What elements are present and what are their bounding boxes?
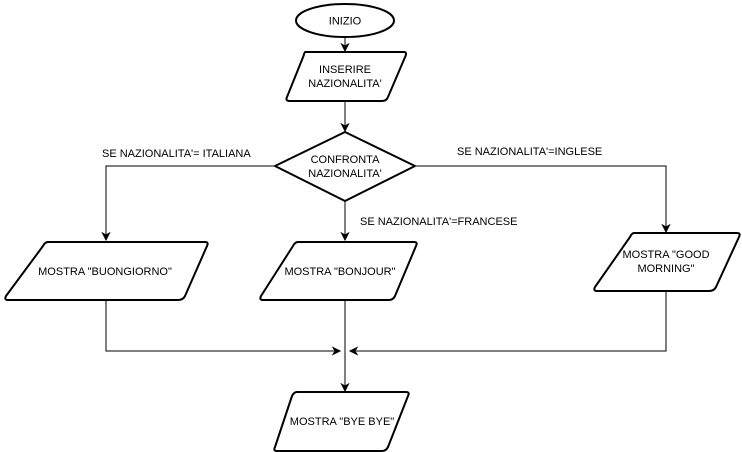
arrowhead-input xyxy=(340,42,350,53)
output-french-label: MOSTRA "BONJOUR" xyxy=(284,266,395,278)
output-english-shape xyxy=(593,232,741,292)
input-node[interactable]: INSERIRE NAZIONALITA' xyxy=(285,51,407,102)
output-italian-node[interactable]: MOSTRA "BUONGIORNO" xyxy=(4,241,209,301)
output-italian-label: MOSTRA "BUONGIORNO" xyxy=(38,266,172,278)
edge-label-italiana: SE NAZIONALITA'= ITALIANA xyxy=(102,148,251,160)
decision-node[interactable]: CONFRONTA NAZIONALITA' xyxy=(274,131,416,202)
arrowhead-english xyxy=(661,223,671,234)
arrowhead-decision xyxy=(340,122,350,133)
decision-label-line2: NAZIONALITA' xyxy=(308,168,381,180)
input-label-line1: INSERIRE xyxy=(319,64,371,76)
arrowhead-italian xyxy=(101,231,111,242)
output-english-node[interactable]: MOSTRA "GOOD MORNING" xyxy=(593,232,741,292)
edge-english-to-merge xyxy=(356,292,667,352)
input-parallelogram-shape xyxy=(285,51,407,102)
start-label: INIZIO xyxy=(329,16,362,28)
edge-label-francese: SE NAZIONALITA'=FRANCESE xyxy=(360,216,517,228)
output-english-label-line1: MOSTRA "GOOD xyxy=(622,249,709,261)
input-label-line2: NAZIONALITA' xyxy=(308,78,381,90)
edge-decision-to-english xyxy=(415,165,667,227)
arrowhead-end xyxy=(340,382,350,393)
flowchart-edges xyxy=(101,37,671,393)
edge-decision-to-italian xyxy=(105,165,275,235)
arrowhead-french xyxy=(340,231,350,242)
output-end-node[interactable]: MOSTRA "BYE BYE" xyxy=(273,391,410,452)
output-italian-shape xyxy=(4,241,209,301)
decision-diamond-shape xyxy=(274,131,416,202)
output-french-node[interactable]: MOSTRA "BONJOUR" xyxy=(259,241,418,301)
start-node[interactable]: INIZIO xyxy=(295,3,395,38)
start-terminal-shape xyxy=(295,3,395,38)
output-english-label-line2: MORNING" xyxy=(637,263,694,275)
edge-label-inglese: SE NAZIONALITA'=INGLESE xyxy=(457,146,602,158)
output-french-shape xyxy=(259,241,418,301)
edge-italian-to-merge xyxy=(105,301,334,352)
decision-label-line1: CONFRONTA xyxy=(311,154,381,166)
arrowhead-merge-left xyxy=(331,346,342,356)
output-end-shape xyxy=(273,391,410,452)
output-end-label: MOSTRA "BYE BYE" xyxy=(290,416,394,428)
arrowhead-merge-right xyxy=(348,346,359,356)
